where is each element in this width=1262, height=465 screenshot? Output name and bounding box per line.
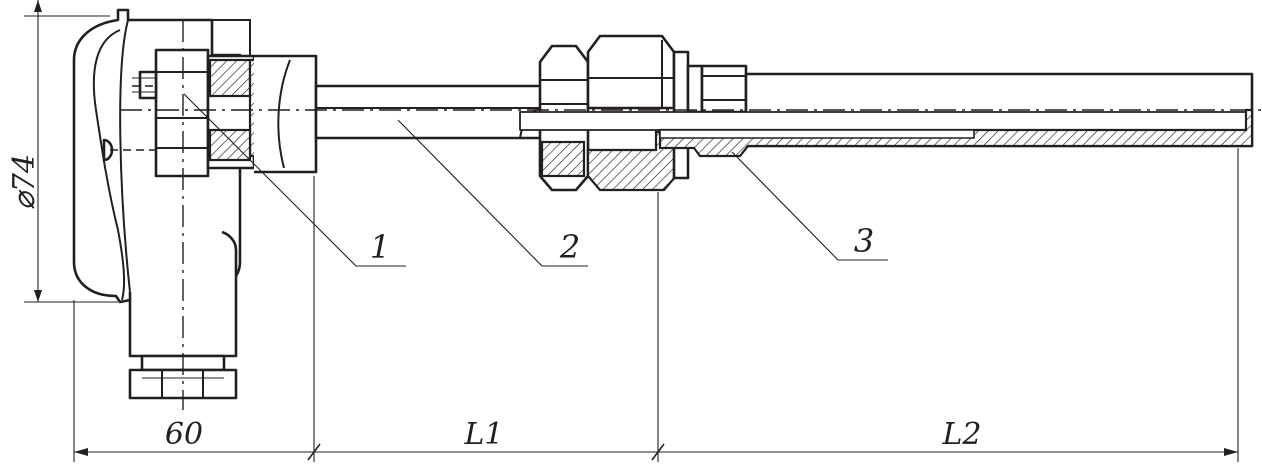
callout-3: 3: [731, 151, 888, 261]
callout-1-label: 1: [370, 228, 390, 266]
diameter-label: ⌀74: [7, 154, 42, 210]
length-1-label: L1: [463, 417, 503, 452]
length-2-label: L2: [941, 417, 981, 452]
callout-1: 1: [183, 93, 406, 267]
horizontal-dimensions: 60 L1 L2: [73, 148, 1239, 462]
protective-tube: [314, 84, 546, 140]
callout-2: 2: [397, 119, 588, 267]
callout-2-label: 2: [559, 228, 580, 266]
connection-head: [72, 8, 318, 410]
callout-3-label: 3: [854, 222, 874, 260]
diameter-dimension: ⌀74: [7, 0, 118, 303]
head-width-label: 60: [165, 417, 203, 452]
fitting: [519, 34, 748, 192]
